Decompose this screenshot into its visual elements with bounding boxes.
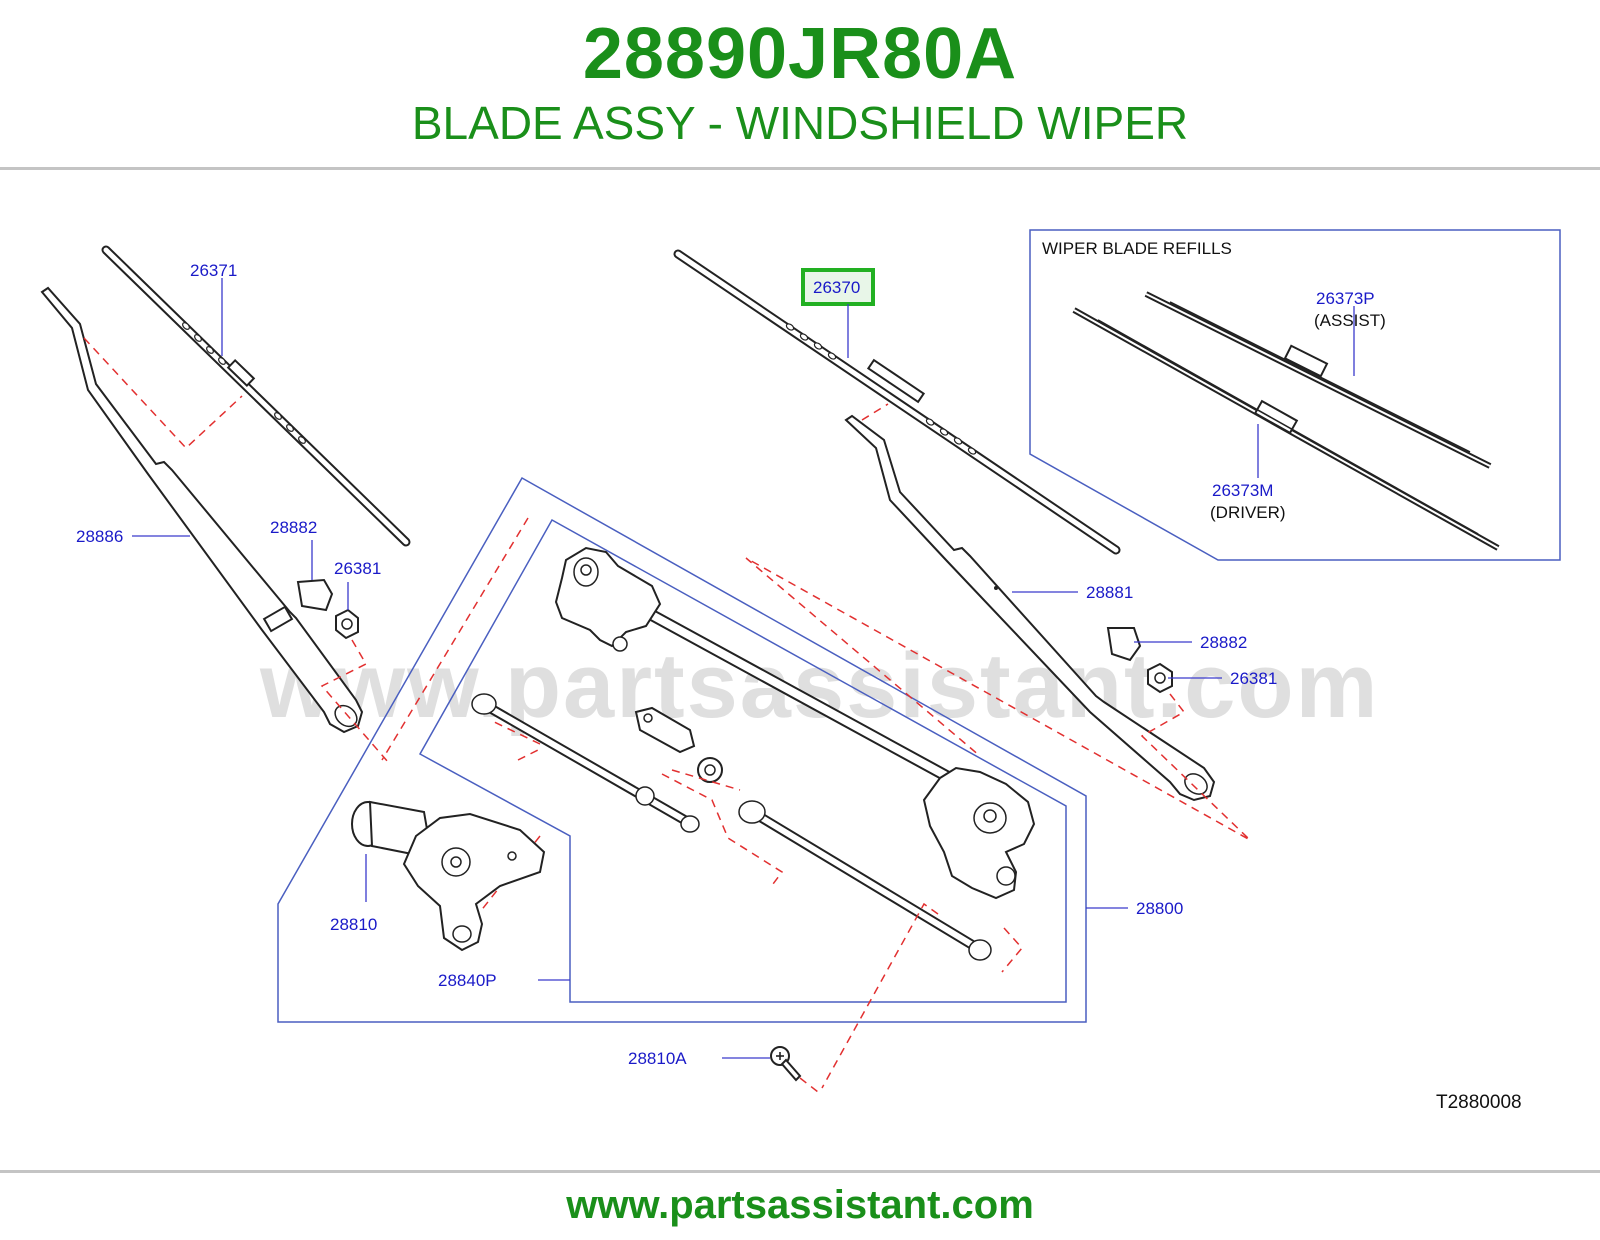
- callout-28800[interactable]: 28800: [1136, 899, 1183, 918]
- part-description: BLADE ASSY - WINDSHIELD WIPER: [411, 97, 1189, 149]
- pivot-left[interactable]: [554, 546, 662, 652]
- link-parts-frame: [418, 518, 1067, 1003]
- refills-box: [1029, 229, 1561, 561]
- callout-28810A[interactable]: 28810A: [628, 1049, 687, 1068]
- callout-28840P[interactable]: 28840P: [438, 971, 497, 990]
- link-rod-b[interactable]: [738, 800, 992, 961]
- callout-28882-right[interactable]: 28882: [1200, 633, 1247, 652]
- callout-28810[interactable]: 28810: [330, 915, 377, 934]
- callout-26371[interactable]: 26371: [190, 261, 237, 280]
- refill-blade-driver[interactable]: [1072, 307, 1500, 551]
- part-number-title: 28890JR80A: [582, 14, 1018, 94]
- refills-title: WIPER BLADE REFILLS: [1042, 239, 1232, 258]
- wiper-blade-26371[interactable]: [101, 245, 411, 547]
- label-driver: (DRIVER): [1210, 503, 1286, 522]
- page-header: 28890JR80A BLADE ASSY - WINDSHIELD WIPER: [0, 0, 1600, 168]
- wiper-arm-28881[interactable]: [844, 414, 1216, 802]
- phantom-line-left-nut: [320, 639, 389, 763]
- label-assist: (ASSIST): [1314, 311, 1386, 330]
- mounting-bolt[interactable]: [770, 1046, 802, 1082]
- wiper-blade-26370[interactable]: [673, 249, 1121, 555]
- phantom-lines-linkage: [381, 517, 1023, 1089]
- nut-right[interactable]: [1147, 662, 1173, 694]
- callout-26381-right[interactable]: 26381: [1230, 669, 1277, 688]
- linkage-main-rod[interactable]: [644, 608, 956, 784]
- bushing[interactable]: [697, 757, 723, 783]
- diagram-code: T2880008: [1436, 1092, 1522, 1113]
- callout-28881[interactable]: 28881: [1086, 583, 1133, 602]
- callout-28886[interactable]: 28886: [76, 527, 123, 546]
- pivot-right[interactable]: [922, 766, 1036, 900]
- phantom-line-left-arm: [83, 337, 243, 450]
- footer-url-link[interactable]: www.partsassistant.com: [566, 1183, 1034, 1227]
- nut-left[interactable]: [335, 608, 359, 640]
- footer-divider: [0, 1170, 1600, 1173]
- phantom-line-bolt: [799, 1077, 819, 1093]
- wiper-motor[interactable]: [351, 800, 546, 952]
- linkage-assy-frame: [277, 476, 1087, 1023]
- phantom-line-right-nut: [745, 557, 1251, 841]
- header-divider: [0, 167, 1600, 170]
- arm-cap-left[interactable]: [296, 578, 334, 612]
- callout-26373P[interactable]: 26373P: [1316, 289, 1375, 308]
- callout-28882-left[interactable]: 28882: [270, 518, 317, 537]
- phantom-line-right-blade: [861, 403, 889, 421]
- callout-26370[interactable]: 26370: [813, 278, 860, 297]
- crank-bracket[interactable]: [634, 706, 696, 754]
- arm-cap-right[interactable]: [1106, 627, 1142, 662]
- highlight-box-26370: [801, 268, 875, 306]
- refill-blade-assist[interactable]: [1144, 291, 1492, 469]
- callout-26381-left[interactable]: 26381: [334, 559, 381, 578]
- callout-26373M[interactable]: 26373M: [1212, 481, 1273, 500]
- link-rod-a[interactable]: [471, 693, 700, 833]
- wiper-arm-28886[interactable]: [40, 286, 364, 734]
